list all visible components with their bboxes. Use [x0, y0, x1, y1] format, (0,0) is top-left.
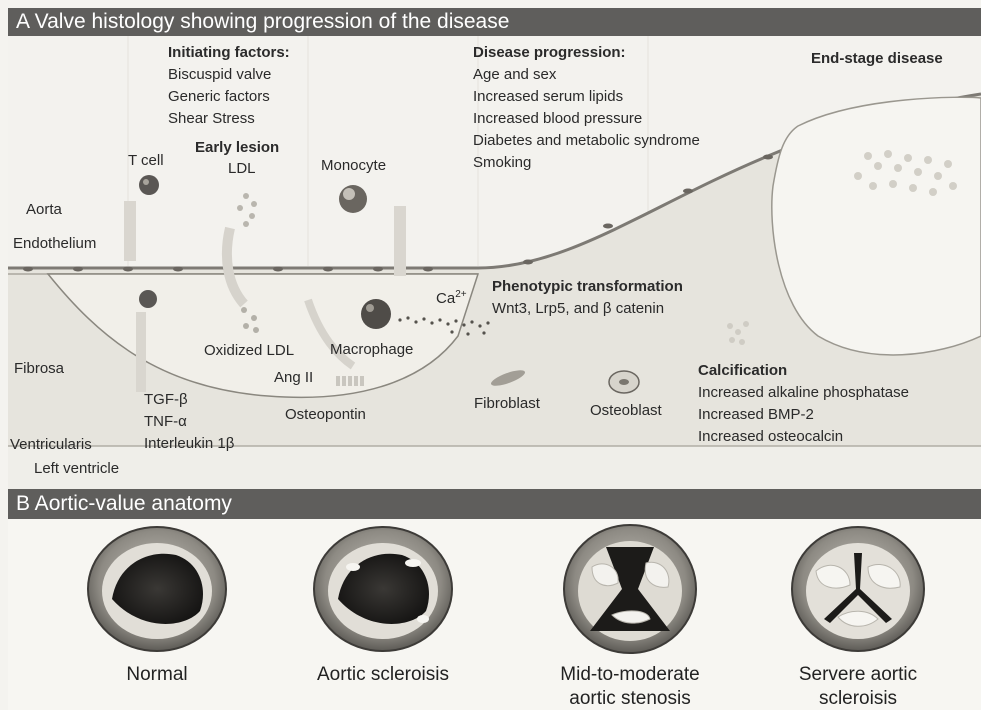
valve-caption-line-2: aortic stenosis: [530, 687, 730, 710]
initiating-factors: Initiating factors: Biscuspid valve Gene…: [168, 42, 290, 130]
end-stage-label: End-stage disease: [811, 50, 943, 68]
progression-item: Smoking: [473, 152, 700, 174]
calcification-header: Calcification: [698, 360, 909, 382]
progression-item: Increased serum lipids: [473, 86, 700, 108]
osteoblast-label: Osteoblast: [590, 402, 662, 420]
initiating-item: Shear Stress: [168, 108, 290, 130]
calcium-superscript: 2+: [455, 289, 466, 300]
cytokine-item: TGF-β: [144, 389, 234, 411]
valve-caption-line: Normal: [77, 663, 237, 687]
valve-moderate-stenosis: [564, 525, 696, 653]
calcification: Calcification Increased alkaline phospha…: [698, 360, 909, 448]
calcification-item: Increased BMP-2: [698, 404, 909, 426]
valve-severe-sclerosis: [792, 527, 924, 651]
valve-caption-line-2: scleroisis: [758, 687, 958, 710]
valve-caption-severe: Servere aortic scleroisis: [758, 663, 958, 710]
macrophage-label: Macrophage: [330, 341, 413, 359]
valve-caption-sclerosis: Aortic scleroisis: [283, 663, 483, 687]
valve-normal: [88, 527, 226, 651]
oxidized-ldl-label: Oxidized LDL: [204, 342, 294, 360]
valve-caption-stenosis: Mid-to-moderate aortic stenosis: [530, 663, 730, 710]
cytokines: TGF-β TNF-α Interleukin 1β: [144, 389, 234, 455]
fibroblast-label: Fibroblast: [474, 395, 540, 413]
ventricularis-label: Ventricularis: [10, 436, 92, 454]
initiating-factors-header: Initiating factors:: [168, 42, 290, 64]
initiating-item: Biscuspid valve: [168, 64, 290, 86]
panel-b-anatomy: Normal Aortic scleroisis Mid-to-moderate…: [8, 519, 981, 710]
early-lesion-label: Early lesion: [195, 139, 279, 157]
calcification-item: Increased alkaline phosphatase: [698, 382, 909, 404]
valve-aortic-sclerosis: [314, 527, 452, 651]
progression-item: Increased blood pressure: [473, 108, 700, 130]
valve-caption-line: Mid-to-moderate: [530, 663, 730, 687]
panel-a-title: A Valve histology showing progression of…: [8, 8, 981, 36]
fibrosa-label: Fibrosa: [14, 360, 64, 378]
valve-caption-line: Aortic scleroisis: [283, 663, 483, 687]
calcium-text: Ca: [436, 290, 455, 307]
monocyte: [339, 185, 367, 213]
panel-b-title: B Aortic-value anatomy: [8, 489, 981, 519]
left-ventricle-label: Left ventricle: [34, 460, 119, 478]
cytokine-item: TNF-α: [144, 411, 234, 433]
t-cell: [139, 175, 159, 195]
calcification-item: Increased osteocalcin: [698, 426, 909, 448]
t-cell-label: T cell: [128, 152, 164, 170]
disease-progression-header: Disease progression:: [473, 42, 700, 64]
aorta-label: Aorta: [26, 201, 62, 219]
endothelium-label: Endothelium: [13, 235, 96, 253]
progression-item: Age and sex: [473, 64, 700, 86]
valve-caption-line: Servere aortic: [758, 663, 958, 687]
macrophage: [361, 299, 391, 329]
phenotypic-header: Phenotypic transformation: [492, 276, 683, 298]
monocyte-label: Monocyte: [321, 157, 386, 175]
panel-a-histology: Initiating factors: Biscuspid valve Gene…: [8, 36, 981, 489]
valve-caption-normal: Normal: [77, 663, 237, 687]
ang-ii-label: Ang II: [274, 369, 313, 387]
cytokine-item: Interleukin 1β: [144, 433, 234, 455]
initiating-item: Generic factors: [168, 86, 290, 108]
disease-progression: Disease progression: Age and sex Increas…: [473, 42, 700, 174]
osteopontin-label: Osteopontin: [285, 406, 366, 424]
phenotypic-text: Wnt3, Lrp5, and β catenin: [492, 298, 683, 320]
progression-item: Diabetes and metabolic syndrome: [473, 130, 700, 152]
calcium-label: Ca2+: [436, 286, 467, 308]
calcified-nodule: [772, 97, 981, 355]
ldl-label: LDL: [228, 160, 256, 178]
phenotypic-transformation: Phenotypic transformation Wnt3, Lrp5, an…: [492, 276, 683, 320]
t-cell-lesion: [139, 290, 157, 308]
